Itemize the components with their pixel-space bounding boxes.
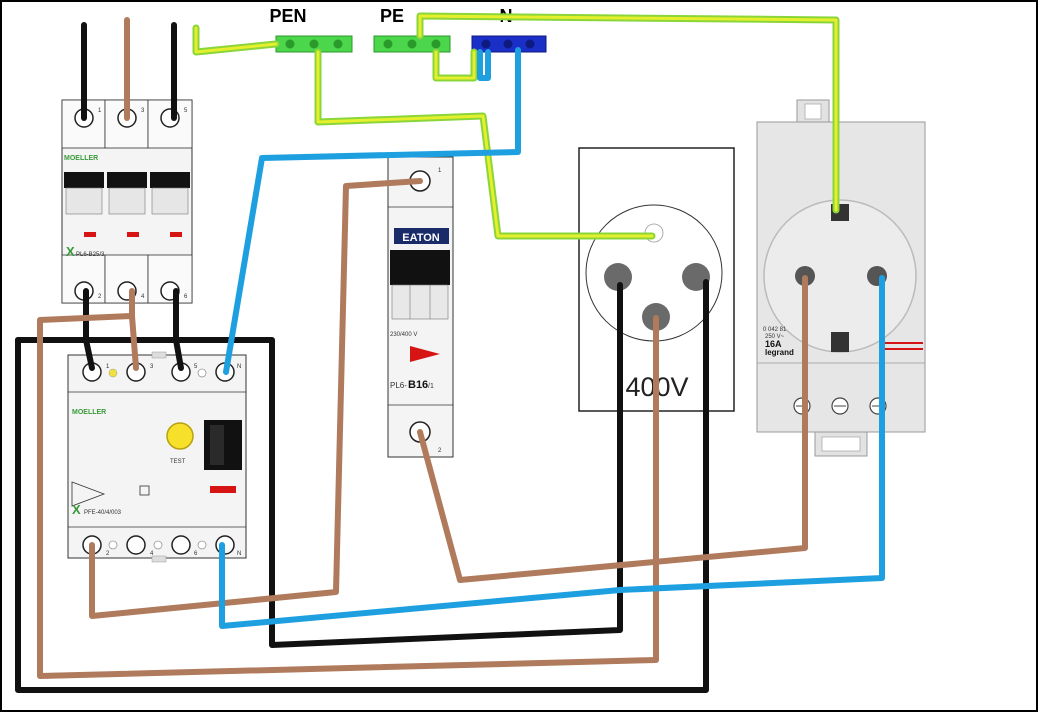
breaker-1p-model-rating: B16 [408, 379, 428, 391]
breaker-1p-brand: EATON [402, 232, 440, 244]
breaker-3p-terminal-4: 4 [141, 294, 145, 300]
breaker-3p-terminal-1: 1 [98, 108, 102, 114]
n-bus-bar [471, 35, 547, 53]
rcd-test-label: TEST [170, 459, 186, 465]
schuko-rating: 16A [765, 339, 782, 349]
rcd-terminal-5: 5 [194, 364, 198, 370]
breaker-3p-terminal-5: 5 [184, 108, 188, 114]
pen-bus-bar [275, 35, 353, 53]
rcd-x-logo: X [72, 502, 81, 517]
breaker-1p-red-arrow-icon [410, 346, 440, 362]
rcd-terminal-3: 3 [150, 364, 154, 370]
breaker-1p-toggle[interactable] [390, 250, 450, 285]
rcd-terminal-n-top: N [237, 364, 241, 370]
pen-label: PEN [269, 6, 306, 26]
rcd-device: 1 3 5 N 2 4 6 N MOELLER TEST X PFE-40/4/… [67, 351, 247, 563]
rcd-symbol-icon [71, 481, 106, 507]
brown-phase-wires [37, 17, 808, 679]
breaker-3p-x-logo: X [66, 244, 75, 259]
schuko-code: 0 042 81 [763, 327, 787, 333]
breaker-3p-terminal-6: 6 [184, 294, 188, 300]
rcd-test-button[interactable] [166, 422, 194, 450]
rcd-model: PFE-40/4/003 [84, 510, 122, 516]
socket-schuko: 0 042 81 250 V~ 16A legrand [756, 99, 926, 457]
breaker-1-pole: 1 2 EATON 230/400 V PL6- B16 /1 [387, 156, 454, 458]
schuko-earth-clip-bottom-icon [831, 332, 849, 352]
breaker-3p-toggle-icons [64, 172, 190, 237]
breaker-3p-brand: MOELLER [64, 155, 98, 162]
rcd-trip-indicator [210, 486, 236, 493]
breaker-3-pole: 1 3 5 2 4 6 MOELLER X PL6-B25/3 [61, 99, 193, 304]
rcd-terminal-2: 2 [106, 551, 110, 557]
rcd-brand: MOELLER [72, 409, 106, 416]
black-phase-wires [15, 22, 709, 693]
socket-400v-pin-icon [604, 263, 632, 291]
breaker-1p-model-prefix: PL6- [390, 381, 407, 390]
rcd-terminal-n-bottom: N [237, 551, 241, 557]
pe-bus-bar [373, 35, 451, 53]
breaker-3p-model: PL6-B25/3 [76, 252, 105, 258]
rcd-terminal-4: 4 [150, 551, 154, 557]
breaker-1p-terminal-1: 1 [438, 168, 442, 174]
schuko-brand: legrand [765, 348, 794, 357]
rcd-terminal-1: 1 [106, 364, 110, 370]
pe-label: PE [380, 6, 404, 26]
breaker-1p-model-suffix: /1 [428, 383, 434, 390]
breaker-1p-terminal-2: 2 [438, 448, 442, 454]
breaker-1p-voltage: 230/400 V [390, 332, 417, 338]
breaker-3p-terminal-2: 2 [98, 294, 102, 300]
pe-wires [192, 12, 840, 240]
rcd-terminal-screw-icons [82, 362, 235, 555]
schuko-voltage: 250 V~ [765, 334, 785, 340]
blue-neutral-wires [219, 47, 885, 629]
rcd-terminal-6: 6 [194, 551, 198, 557]
breaker-3p-terminal-3: 3 [141, 108, 145, 114]
